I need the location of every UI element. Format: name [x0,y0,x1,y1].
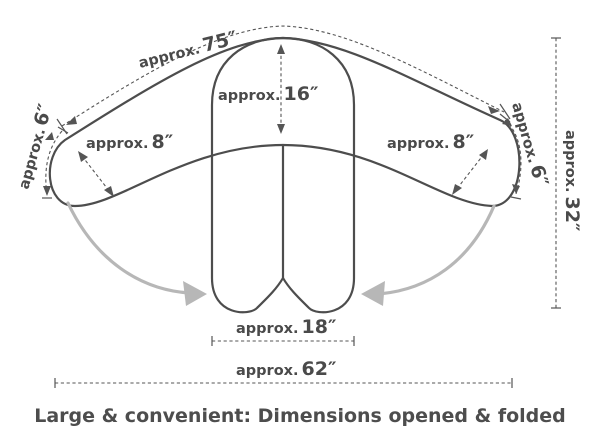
right-width-dimension [452,149,488,195]
opened-width-label: approx.62″ [236,358,337,380]
center-height-label: approx.16″ [218,83,319,105]
left-end-dimension [42,126,69,199]
fold-arrow-right [376,204,496,296]
right-end-label: approx.6″ [507,99,552,189]
folded-pillow-outline [210,36,356,314]
opened-pillow-outline [48,36,521,208]
total-height-label: approx.32″ [561,130,583,232]
arc-length-dimension [56,25,511,135]
opened-width-dimension [54,378,513,388]
diagram-caption: Large & convenient: Dimensions opened & … [34,405,566,427]
total-height-dimension [551,37,561,309]
left-width-dimension [78,151,114,197]
right-width-label: approx.8″ [387,131,475,153]
fold-arrow-left [66,201,192,295]
left-width-label: approx.8″ [86,131,174,153]
fold-arrow-left-head [183,281,207,306]
center-height-dimension [277,44,285,134]
right-end-dimension [499,113,522,200]
fold-arrow-right-head [361,281,385,306]
folded-width-dimension [211,336,355,346]
folded-width-label: approx.18″ [236,316,337,338]
